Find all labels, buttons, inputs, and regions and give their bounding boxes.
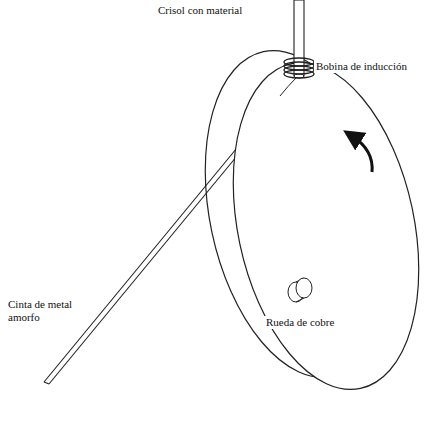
copper-wheel bbox=[205, 45, 425, 406]
part-label: Cinta de metal amorfo bbox=[6, 298, 88, 323]
part-label: Crisol con material bbox=[156, 4, 244, 17]
rotation-arrow bbox=[352, 136, 372, 172]
part-label: Bobina de inducción bbox=[314, 60, 409, 73]
coil-turn bbox=[284, 70, 314, 78]
part-label: Rueda de cobre bbox=[264, 316, 336, 329]
ribbon-contact bbox=[280, 78, 296, 96]
induction-coil bbox=[284, 58, 314, 78]
wheel-hub bbox=[288, 278, 312, 302]
